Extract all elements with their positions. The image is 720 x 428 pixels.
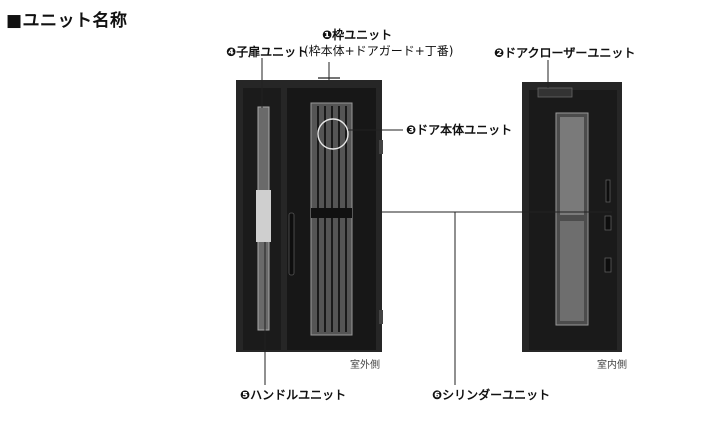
child-door-panel bbox=[256, 190, 271, 242]
caption-inside: 室内側 bbox=[597, 360, 627, 371]
handle-bar bbox=[288, 212, 295, 276]
thumb-turn-lower bbox=[604, 257, 612, 273]
caption-outside: 室外側 bbox=[350, 360, 380, 371]
label-handle-unit: ❺ハンドルユニット bbox=[240, 388, 347, 402]
label-frame-unit: ❶枠ユニット bbox=[322, 28, 393, 42]
main-door-grille bbox=[317, 106, 347, 332]
label-closer-unit: ❷ドアクローザーユニット bbox=[494, 46, 636, 60]
page-title: ■ユニット名称 bbox=[6, 11, 128, 31]
label-cylinder-unit: ❻シリンダーユニット bbox=[432, 388, 551, 402]
thumb-turn bbox=[604, 215, 612, 231]
inside-lever bbox=[605, 179, 611, 203]
label-door-body-unit: ❸ドア本体ユニット bbox=[406, 123, 513, 137]
inside-lower-pane bbox=[560, 221, 584, 321]
door-closer bbox=[537, 87, 573, 98]
label-frame-unit-detail: (枠本体+ドアガード+丁番) bbox=[304, 44, 454, 58]
inside-upper-pane bbox=[560, 117, 584, 215]
glass-divider bbox=[311, 208, 352, 218]
inside-door-set bbox=[522, 82, 622, 352]
hinge bbox=[379, 310, 383, 324]
hinge bbox=[379, 140, 383, 154]
outside-door-set bbox=[236, 77, 383, 352]
door-body-marker bbox=[317, 118, 349, 150]
label-child-door-unit: ❹子扉ユニット bbox=[226, 45, 309, 59]
leader-lines bbox=[261, 58, 612, 385]
